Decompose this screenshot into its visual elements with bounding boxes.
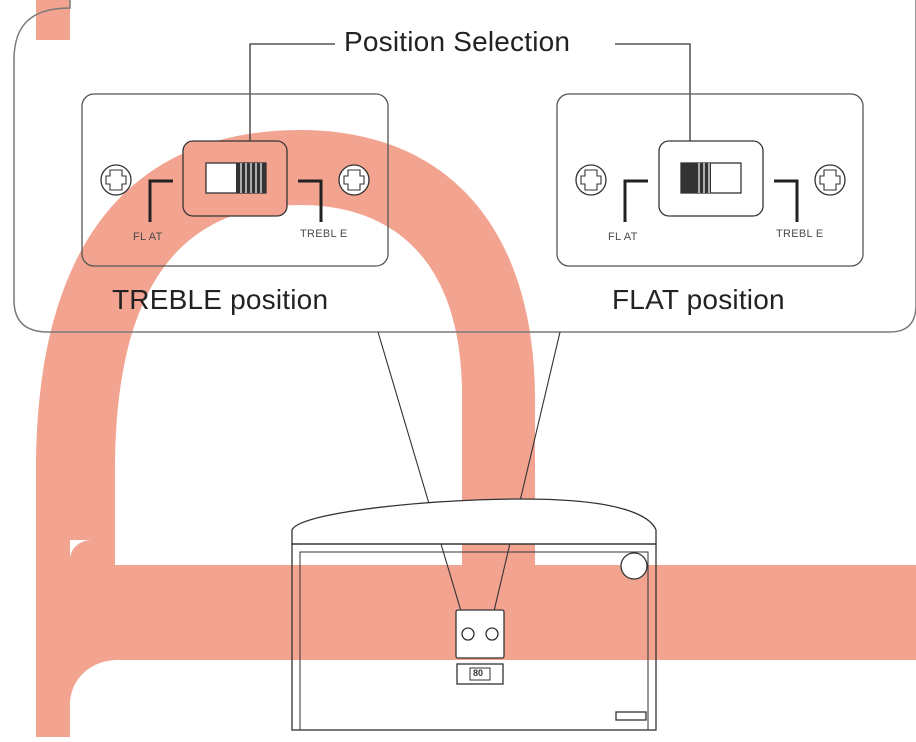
left-bar (36, 470, 70, 737)
switch-label-flat: FL AT (133, 231, 163, 243)
speaker-plate-label: 80 (473, 668, 484, 678)
band-cutouts (70, 540, 118, 737)
panel-caption-treble: TREBLE position (112, 284, 329, 315)
screw-icon (575, 164, 607, 196)
callout-frame (13, 0, 916, 333)
panel-flat (556, 93, 864, 267)
speaker-cabinet (291, 498, 657, 731)
callout-title: Position Selection (344, 26, 571, 57)
screw-icon (338, 164, 370, 196)
screw-icon (100, 164, 132, 196)
switch-label-treble: TREBL E (300, 228, 348, 240)
switch-label-treble: TREBL E (776, 228, 824, 240)
zoom-leader-lines (377, 331, 561, 629)
panel-caption-flat: FLAT position (612, 284, 785, 315)
corner-block (36, 0, 70, 40)
switch-label-flat: FL AT (608, 231, 638, 243)
selection-leader-lines (249, 43, 691, 158)
panel-treble (81, 93, 389, 267)
screw-icon (814, 164, 846, 196)
